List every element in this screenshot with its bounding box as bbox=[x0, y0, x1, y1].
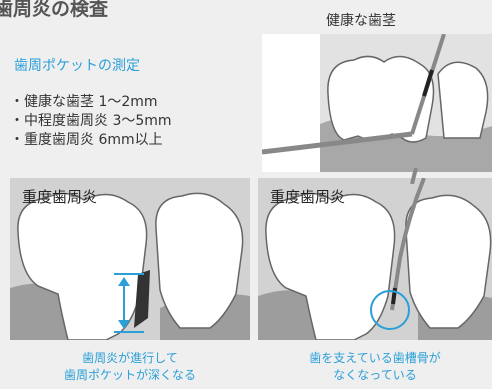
periodontal-probe-icon bbox=[410, 168, 418, 184]
left-caption-line-2: 歯周ポケットが深くなる bbox=[63, 368, 196, 382]
severe-pocket-illustration bbox=[10, 178, 250, 340]
right-panel-heading: 重度歯周炎 bbox=[270, 188, 346, 206]
bone-loss-circle-icon bbox=[370, 290, 410, 330]
bone-loss-illustration bbox=[258, 178, 492, 340]
left-panel-heading: 重度歯周炎 bbox=[22, 188, 98, 206]
right-caption-line-2: なくなっている bbox=[333, 368, 417, 382]
pocket-depth-list: ・健康な歯茎 1～2mm ・中程度歯周炎 3～5mm ・重度歯周炎 6mm以上 bbox=[10, 93, 172, 150]
right-caption: 歯を支えている歯槽骨が なくなっている bbox=[258, 350, 492, 384]
left-caption: 歯周炎が進行して 歯周ポケットが深くなる bbox=[10, 350, 250, 384]
depth-item-moderate: ・中程度歯周炎 3～5mm bbox=[10, 113, 172, 129]
healthy-gum-illustration bbox=[262, 34, 492, 172]
depth-item-severe: ・重度歯周炎 6mm以上 bbox=[10, 132, 163, 148]
depth-item-healthy: ・健康な歯茎 1～2mm bbox=[10, 94, 158, 110]
left-caption-line-1: 歯周炎が進行して bbox=[82, 351, 178, 365]
right-caption-line-1: 歯を支えている歯槽骨が bbox=[309, 351, 441, 365]
pocket-measurement-title: 歯周ポケットの測定 bbox=[14, 58, 140, 74]
healthy-gum-label: 健康な歯茎 bbox=[326, 13, 396, 29]
pocket-depth-arrow-icon bbox=[114, 273, 144, 333]
page-title: 歯周炎の検査 bbox=[0, 0, 109, 20]
